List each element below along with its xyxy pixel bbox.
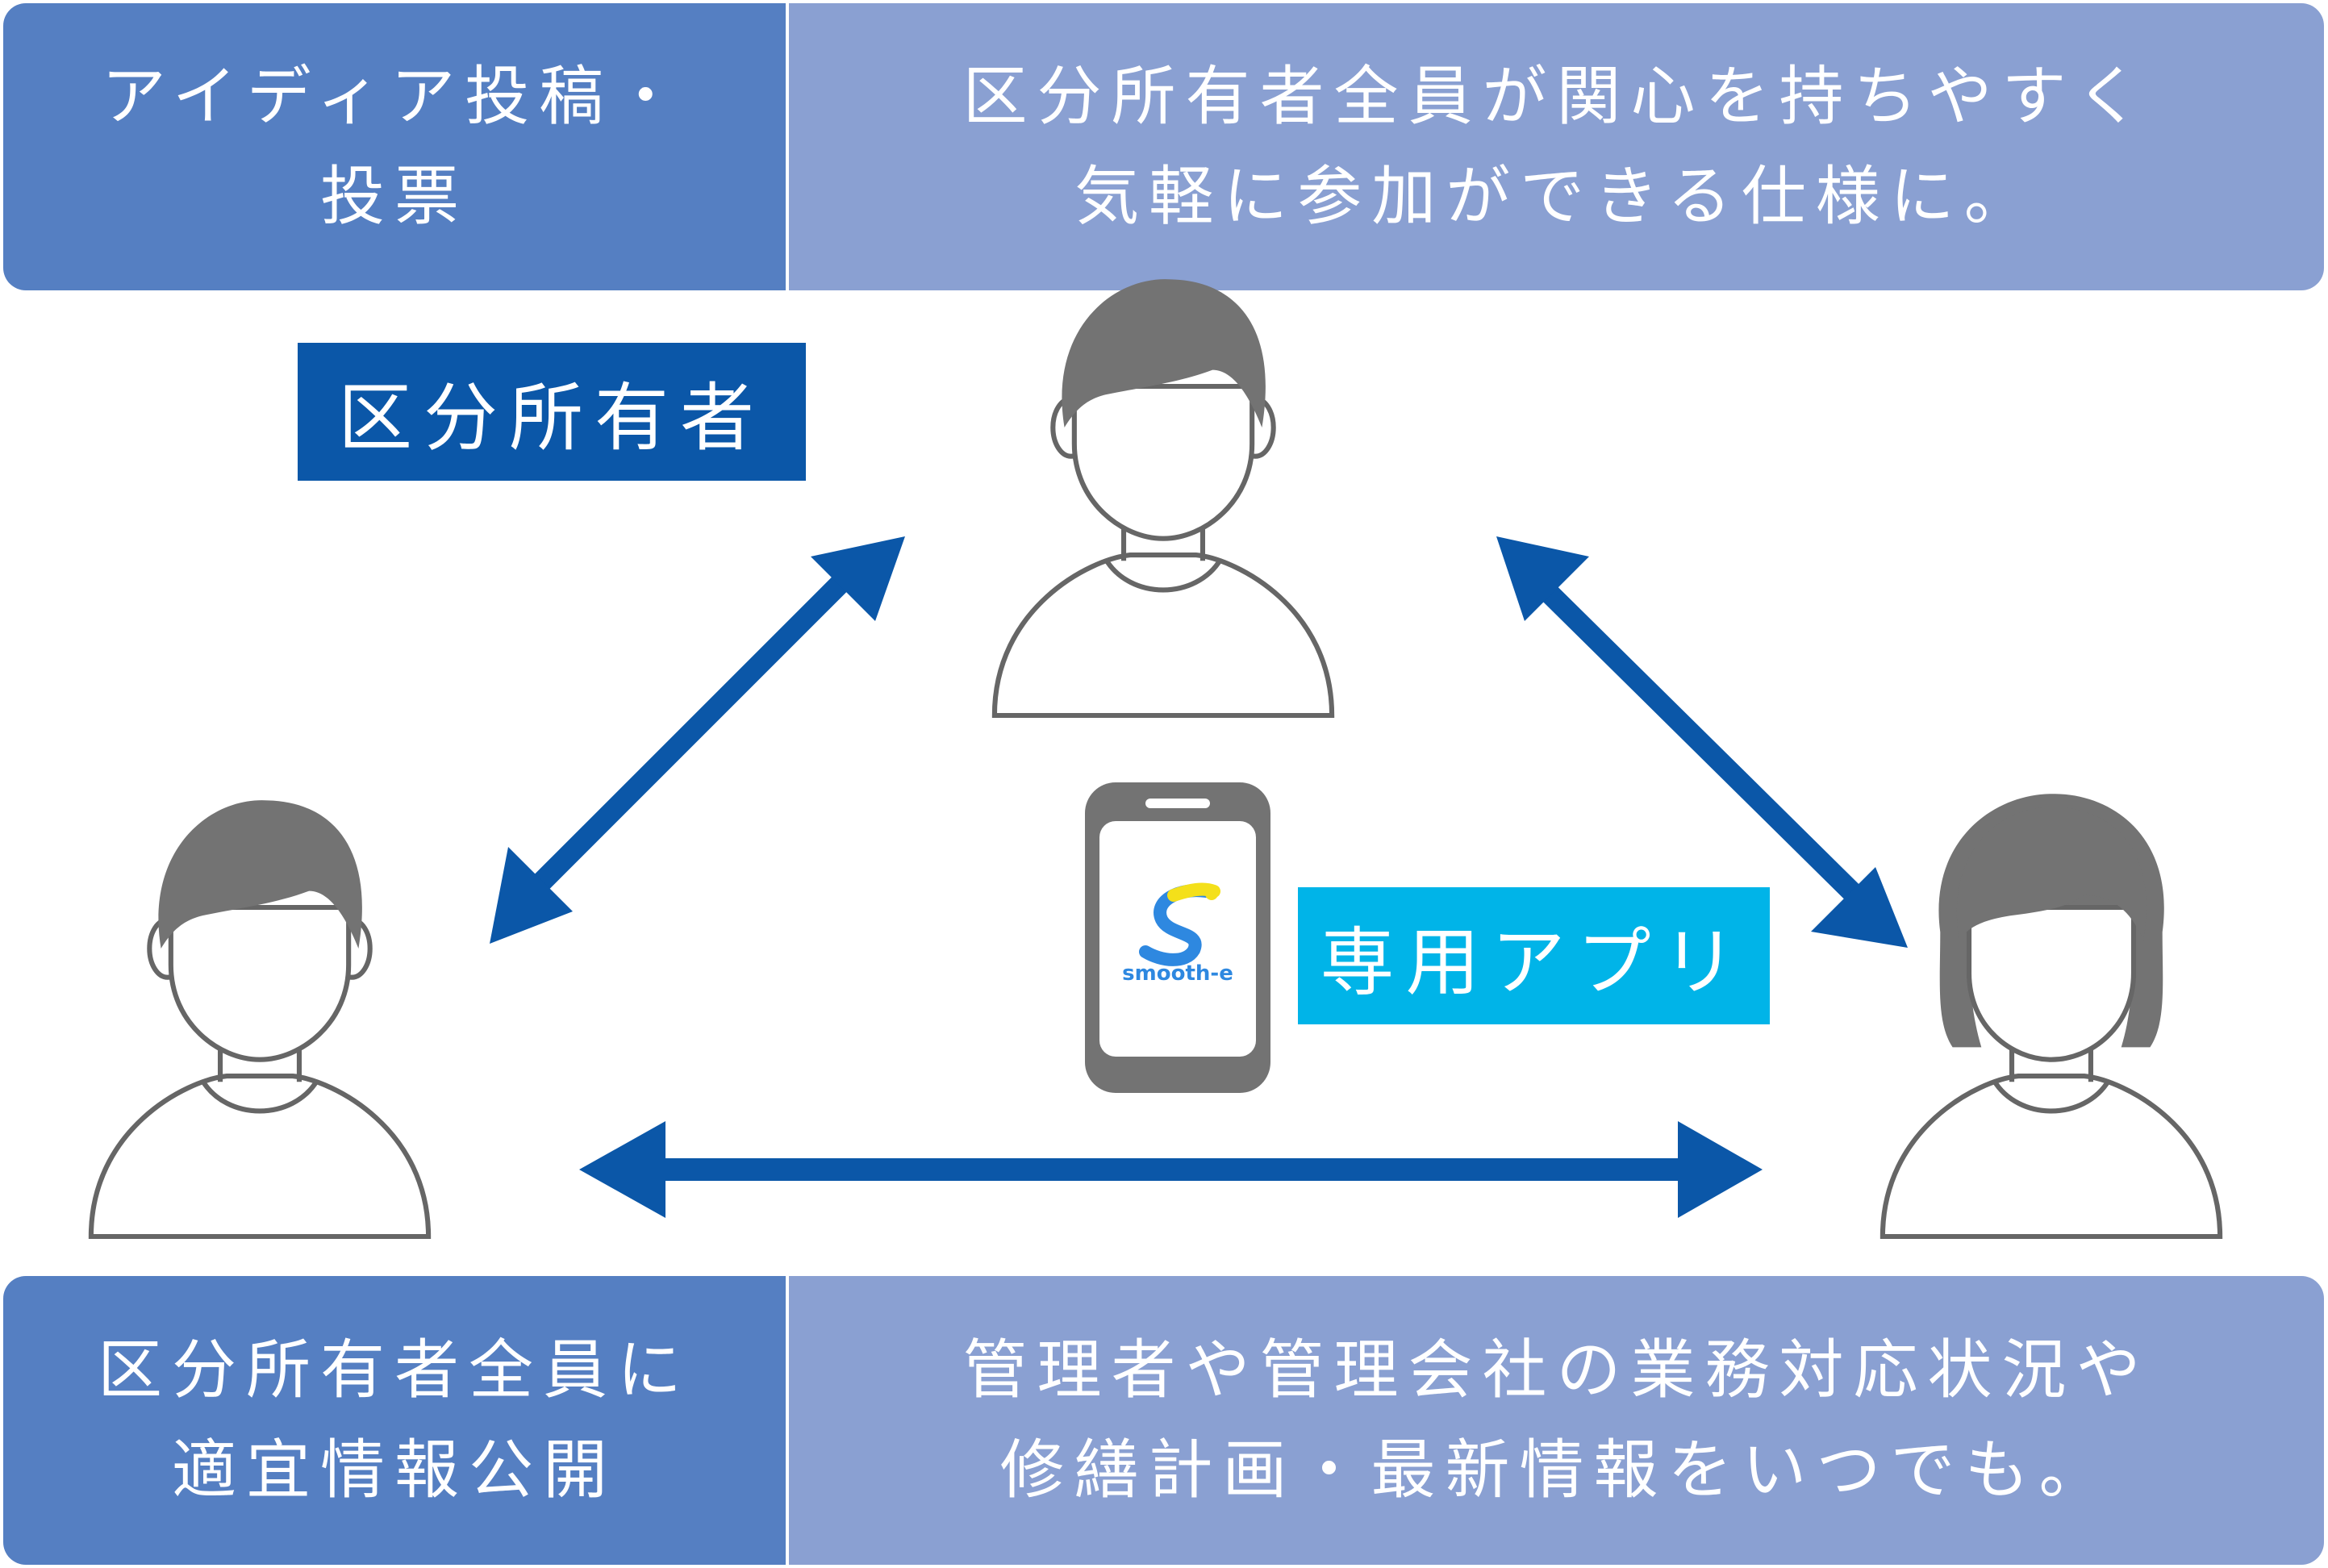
bottom-banner-right: 管理者や管理会社の業務対応状況や 修繕計画・最新情報をいつでも。 (789, 1276, 2324, 1565)
double-arrow-icon-right (1496, 536, 1908, 948)
app-logo-text: smooth-e (1122, 961, 1233, 986)
double-arrow-icon-bottom (579, 1121, 1763, 1218)
bottom-banner: 区分所有者全員に 適宜情報公開 管理者や管理会社の業務対応状況や 修繕計画・最新… (3, 1276, 2324, 1565)
top-left-line-1: アイディア投稿・ (101, 59, 688, 134)
bottom-right-line-2: 修繕計画・最新情報をいつでも。 (999, 1432, 2113, 1508)
top-right-line-2: 気軽に参加ができる仕様に。 (1074, 159, 2038, 234)
person-icon-top (995, 279, 1332, 715)
top-right-line-1: 区分所有者全員が関心を持ちやすく (962, 59, 2151, 134)
top-banner-right: 区分所有者全員が関心を持ちやすく 気軽に参加ができる仕様に。 (789, 3, 2324, 290)
top-banner-left: アイディア投稿・ 投票 (3, 3, 786, 290)
bottom-right-line-1: 管理者や管理会社の業務対応状況や (962, 1332, 2151, 1407)
bottom-left-line-1: 区分所有者全員に (98, 1332, 691, 1407)
bottom-banner-left: 区分所有者全員に 適宜情報公開 (3, 1276, 786, 1565)
double-arrow-icon-left (490, 536, 905, 944)
person-female-icon-right (1883, 794, 2220, 1236)
bottom-left-line-2: 適宜情報公開 (172, 1432, 617, 1508)
top-banner: アイディア投稿・ 投票 区分所有者全員が関心を持ちやすく 気軽に参加ができる仕様… (3, 3, 2324, 290)
owner-label: 区分所有者 (298, 343, 806, 481)
smartphone-icon: smooth-e (1085, 782, 1270, 1093)
app-label: 専用アプリ (1298, 887, 1770, 1024)
top-left-line-2: 投票 (320, 159, 469, 234)
person-icon-left (91, 800, 428, 1236)
